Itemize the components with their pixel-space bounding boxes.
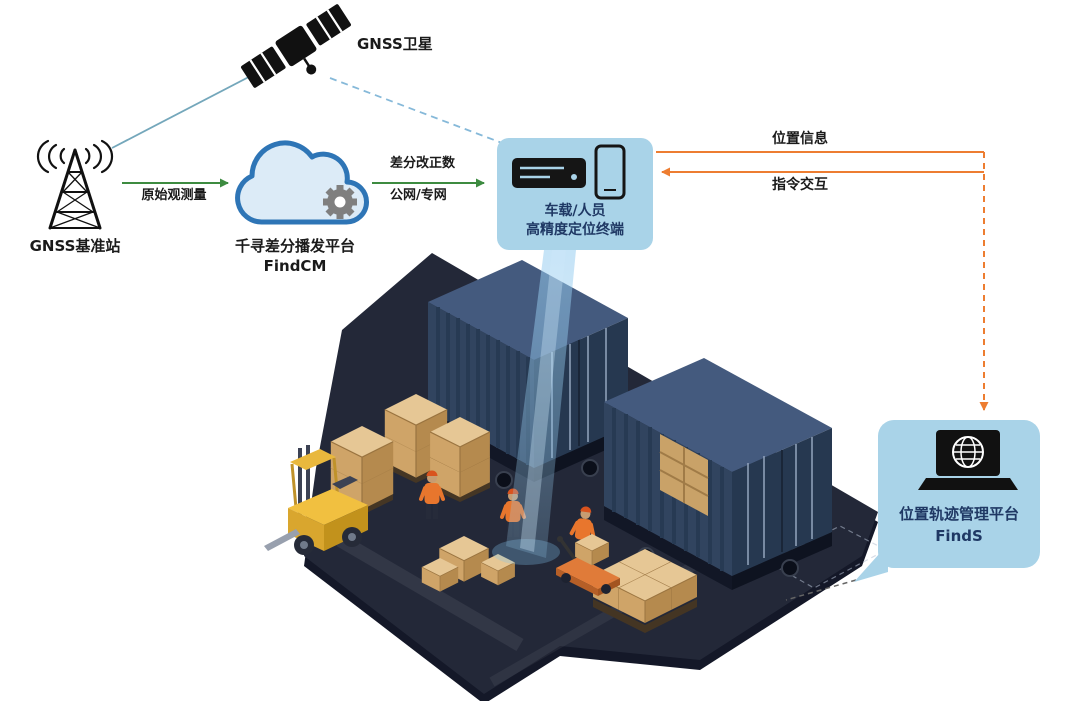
finds-callout <box>854 420 1040 582</box>
pallet-jack <box>556 533 620 596</box>
smartphone-icon <box>594 144 626 200</box>
link-satellite-to-terminal <box>329 77 511 147</box>
laptop-globe-icon <box>918 430 1018 490</box>
receiver-icon <box>512 158 586 188</box>
arrow-position-info <box>656 151 989 411</box>
link-satellite-to-base <box>111 67 267 149</box>
gear-icon <box>323 185 357 219</box>
radio-tower-icon <box>36 139 114 230</box>
pallet-right <box>592 548 698 633</box>
terminal-callout <box>497 138 653 250</box>
cloud-gear-icon <box>235 140 369 225</box>
positioning-beam <box>492 250 576 565</box>
forklift <box>264 445 368 555</box>
gnss-satellite-icon <box>241 4 351 88</box>
link-finds-to-yard <box>785 579 857 601</box>
warehouse-scene <box>264 250 888 701</box>
container-right <box>604 358 832 590</box>
